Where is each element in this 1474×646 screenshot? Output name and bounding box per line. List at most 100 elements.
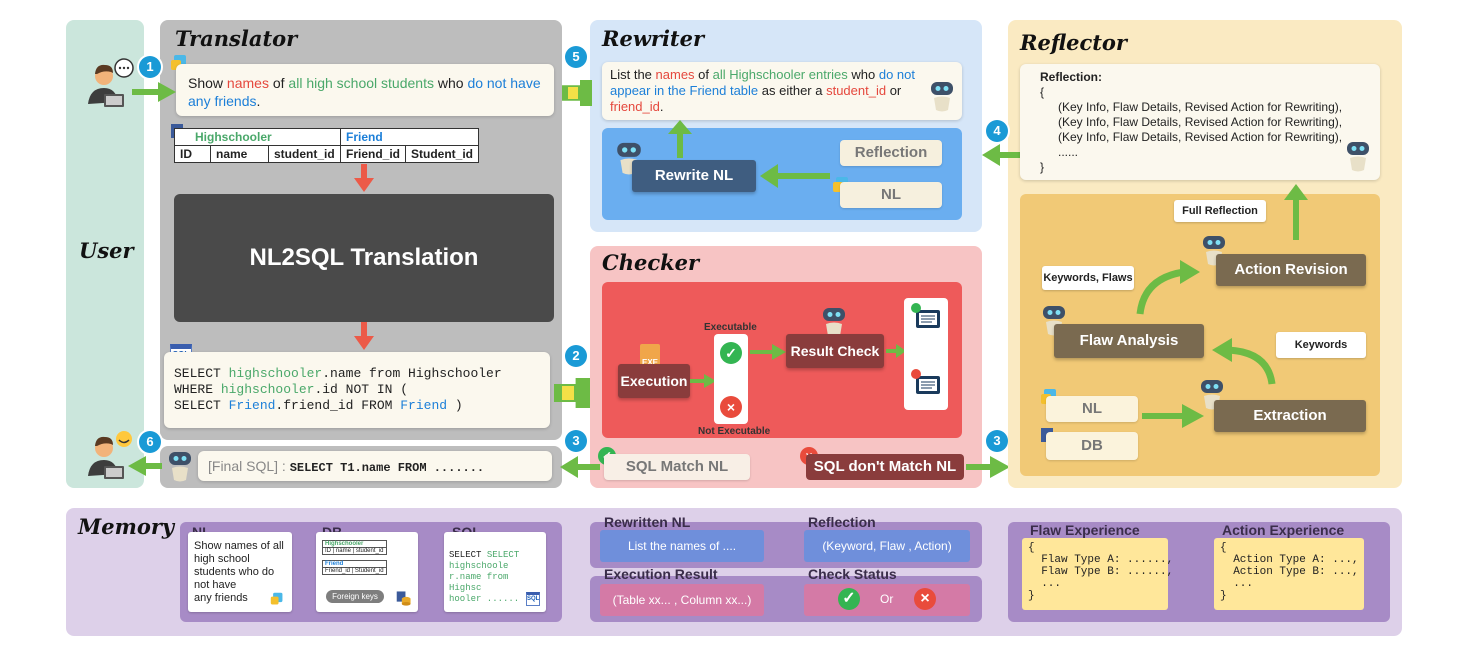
- arrow-down-red-2: [354, 322, 374, 350]
- sql-line-2: WHERE highschooler.id NOT IN (: [174, 382, 409, 397]
- reflection-ellipsis: ......: [1058, 145, 1079, 159]
- mem-db-icon: [396, 591, 411, 606]
- arrow-reflection-to-rewriter: [982, 144, 1022, 166]
- rewriter-title: Rewriter: [602, 26, 705, 51]
- mem-flaw-exp: { Flaw Type A: ......, Flaw Type B: ....…: [1022, 538, 1173, 610]
- sql-match-nl: SQL Match NL: [604, 454, 750, 480]
- reflector-robot-icon-top: [1347, 142, 1369, 172]
- step-badge-6: 6: [139, 431, 161, 453]
- col-friend-student-id: Student_id: [405, 145, 480, 163]
- user-avatar-icon: [88, 58, 134, 107]
- col-friend-id: Friend_id: [339, 145, 407, 163]
- reflection-line-3: (Key Info, Flaw Details, Revised Action …: [1058, 130, 1343, 144]
- flaw-analysis-box: Flaw Analysis: [1054, 324, 1204, 358]
- arrow-to-extraction: [1142, 404, 1204, 428]
- q-part-7: .: [256, 93, 261, 109]
- sql-card: SELECT highschooler.name from Highschool…: [164, 352, 550, 428]
- reflector-title: Reflector: [1020, 30, 1127, 55]
- rewritten-nl-card: List the names of all Highschooler entri…: [602, 62, 962, 120]
- mem-sql-icon: SQL: [526, 592, 540, 606]
- mem-db-mini-table-2: Friend Friend_id | Student_id: [322, 560, 387, 575]
- user-happy-avatar-icon: [88, 431, 132, 479]
- final-sql-text: SELECT T1.name FROM .......: [289, 461, 485, 475]
- action-revision-box: Action Revision: [1216, 254, 1366, 286]
- user-title: User: [79, 238, 134, 263]
- reflection-heading: Reflection:: [1040, 70, 1103, 84]
- nl2sql-translation-box: NL2SQL Translation: [174, 194, 554, 322]
- mem-rewritten-val: List the names of ....: [600, 530, 764, 562]
- arrow-to-results: [886, 344, 906, 358]
- keywords-flaws-note: Keywords, Flaws: [1042, 266, 1134, 290]
- result-check-box: Result Check: [786, 334, 884, 368]
- step-badge-4: 4: [986, 120, 1008, 142]
- schema-friend: Friend Friend_id Student_id: [339, 128, 480, 163]
- mem-check-val: [804, 584, 970, 616]
- nl-question-card: Show names of all high school students w…: [176, 64, 554, 116]
- q-part-5: do not: [467, 75, 507, 91]
- exe-icon: EXE: [640, 344, 660, 368]
- table-name-friend: Friend: [339, 128, 480, 146]
- step-badge-5: 5: [565, 46, 587, 68]
- mem-reflection-val: (Keyword, Flaw , Action): [804, 530, 970, 562]
- final-robot-icon: [169, 452, 191, 482]
- schema-highschooler: Highschooler ID name student_id: [174, 128, 341, 163]
- reflection-open: {: [1040, 85, 1045, 99]
- nl-pill: NL: [840, 182, 942, 208]
- mem-db-mini-table-1: Highschooler ID | name | student_id: [322, 540, 387, 555]
- q-part-1: names: [226, 75, 269, 91]
- arrow-up-green: [668, 120, 692, 158]
- memory-title: Memory: [78, 514, 175, 539]
- extraction-box: Extraction: [1214, 400, 1366, 432]
- checker-title: Checker: [602, 250, 700, 275]
- plug-yellow-bottom: [562, 386, 574, 400]
- arrow-curve-up: [1136, 260, 1200, 315]
- not-executable-label: Not Executable: [698, 426, 771, 437]
- final-sql-card: [Final SQL] : SELECT T1.name FROM ......…: [198, 451, 552, 481]
- col-student-id: student_id: [268, 145, 341, 163]
- arrow-curve-left: [1212, 338, 1276, 385]
- mem-action-exp-head: Action Experience: [1222, 522, 1345, 538]
- q-part-0: Show: [188, 75, 227, 91]
- table-name-highschooler: Highschooler: [174, 128, 341, 146]
- check-fail-icon: ×: [720, 396, 742, 418]
- mem-flaw-exp-head: Flaw Experience: [1030, 522, 1140, 538]
- col-id: ID: [174, 145, 211, 163]
- step-badge-3b: 3: [986, 430, 1008, 452]
- step-badge-2: 2: [565, 345, 587, 367]
- step-badge-1: 1: [139, 56, 161, 78]
- mem-rewritten-head: Rewritten NL: [604, 514, 691, 530]
- mem-nl-icon: [270, 592, 283, 605]
- q-part-3: all high school students: [288, 75, 434, 91]
- arrow-up-to-reflection: [1284, 184, 1308, 240]
- arrow-exec-to-check: [690, 374, 716, 388]
- sql-line-1: SELECT highschooler.name from Highschool…: [174, 366, 502, 381]
- q-part-4: who: [433, 75, 468, 91]
- mem-action-exp: { Action Type A: ..., Action Type B: ...…: [1214, 538, 1364, 610]
- reflector-nl-pill: NL: [1046, 396, 1138, 422]
- reflection-close: }: [1040, 160, 1045, 174]
- sql-line-3: SELECT Friend.friend_id FROM Friend ): [174, 398, 463, 413]
- checker-inner: [602, 282, 962, 438]
- arrow-match-to-final: [560, 456, 600, 478]
- mem-check-fail-icon: ×: [914, 588, 936, 610]
- result-ok-chat-icon: [911, 303, 940, 328]
- result-fail-chat-icon: [911, 369, 940, 394]
- arrow-left-green-rewriter: [760, 164, 830, 188]
- arrow-to-result-check: [750, 344, 786, 360]
- q-part-2: of: [268, 75, 289, 91]
- reflection-card: Reflection: { (Key Info, Flaw Details, R…: [1020, 64, 1380, 180]
- execution-box: Execution: [618, 364, 690, 398]
- keywords-note: Keywords: [1276, 332, 1366, 358]
- reflection-line-2: (Key Info, Flaw Details, Revised Action …: [1058, 115, 1343, 129]
- executable-label: Executable: [704, 322, 757, 333]
- mem-check-ok-icon: ✓: [838, 588, 860, 610]
- reflector-db-pill: DB: [1046, 432, 1138, 460]
- arrow-user-to-translator: [132, 82, 176, 102]
- sql-dont-match-nl: SQL don't Match NL: [806, 454, 964, 480]
- mem-check-head: Check Status: [808, 566, 897, 582]
- final-sql-prefix: [Final SQL] :: [208, 458, 290, 474]
- full-reflection-note: Full Reflection: [1174, 200, 1266, 222]
- check-success-icon: ✓: [720, 342, 742, 364]
- arrow-down-red-1: [354, 164, 374, 192]
